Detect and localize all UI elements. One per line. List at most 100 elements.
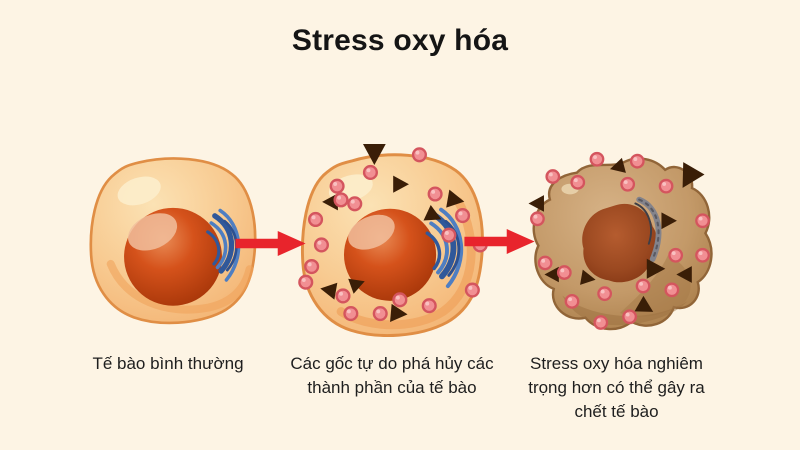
free-radical-dot-icon [668, 247, 684, 263]
dot-highlight [596, 318, 601, 323]
caption-free-radicals: Các gốc tự do phá hủy các thành phần của… [290, 354, 494, 398]
dying-cell-illustration [528, 151, 713, 331]
damaged-er-icon [634, 196, 662, 262]
dot-highlight [633, 157, 638, 162]
dot-highlight [366, 168, 371, 173]
dot-highlight [668, 285, 672, 290]
dot-highlight [311, 215, 316, 220]
dot-highlight [573, 178, 578, 183]
caption-normal-cell: Tế bào bình thường [92, 354, 244, 373]
free-radical-dot-icon [556, 265, 572, 280]
free-radical-dot-icon [622, 309, 637, 325]
free-radical-dot-icon [333, 192, 349, 208]
dot-highlight [333, 182, 338, 186]
free-radical-triangle-icon [544, 266, 559, 283]
free-radical-triangle-icon [610, 157, 626, 173]
dot-highlight [560, 268, 565, 273]
dot-highlight [350, 199, 355, 204]
dot-highlight [395, 295, 400, 300]
free-radical-dot-icon [564, 293, 580, 309]
diagram-title: Stress oxy hóa [291, 24, 509, 57]
attacked-cell-figure [294, 144, 490, 341]
dot-highlight [301, 278, 306, 283]
free-radical-triangle-icon [320, 282, 338, 300]
cell-highlight [117, 176, 161, 206]
dot-highlight [593, 155, 597, 160]
arrow-right-icon [464, 229, 536, 254]
dying-cell-figure [524, 140, 716, 336]
arrow-right-icon [235, 231, 307, 256]
dot-highlight [307, 262, 312, 267]
dot-highlight [662, 182, 667, 186]
caption-severe-stress: Stress oxy hóa nghiêm trọng hơn có thể g… [528, 354, 705, 422]
free-radical-triangle-icon [423, 205, 442, 221]
free-radical-dot-icon [392, 292, 408, 308]
free-radical-dot-icon [313, 237, 329, 253]
dot-highlight [376, 309, 381, 314]
free-radical-dot-icon [658, 178, 674, 194]
cytoplasm-dark-patch [620, 255, 691, 317]
free-radical-dot-icon [304, 258, 320, 275]
dot-highlight [317, 240, 322, 245]
free-radical-dot-icon [695, 247, 710, 263]
dot-highlight [568, 297, 572, 302]
dot-highlight [468, 285, 473, 290]
free-radical-dot-icon [329, 178, 345, 194]
free-radical-triangle-icon [646, 258, 666, 279]
free-radical-dot-icon [362, 164, 378, 180]
free-radical-dot-icon [530, 211, 545, 227]
free-radical-dot-icon [421, 298, 437, 314]
free-radical-triangle-icon [661, 212, 677, 230]
free-radical-dot-icon [455, 208, 471, 224]
free-radical-dot-icon [464, 282, 480, 298]
free-radical-dot-icon [620, 176, 636, 192]
free-radical-triangle-icon [634, 295, 654, 312]
free-radical-dot-icon [372, 306, 388, 322]
free-radical-triangle-icon [580, 269, 596, 285]
free-radical-dot-icon [308, 211, 324, 228]
dot-highlight [337, 195, 342, 200]
free-radical-dot-icon [635, 278, 651, 294]
free-radical-triangle-icon [393, 175, 409, 193]
endoplasmic-reticulum-icon [425, 207, 464, 289]
free-radical-dot-icon [597, 286, 613, 302]
free-radical-dot-icon [664, 282, 680, 298]
free-radical-dot-icon [427, 186, 443, 202]
dot-highlight [415, 150, 420, 155]
free-radical-dot-icon [629, 153, 645, 169]
free-radical-dot-icon [570, 174, 586, 190]
dot-highlight [458, 211, 463, 216]
free-radical-dot-icon [347, 196, 363, 212]
dot-highlight [698, 216, 703, 221]
dot-highlight [625, 312, 630, 317]
free-radical-dot-icon [441, 227, 457, 243]
cytoplasm-shading [106, 259, 254, 314]
free-radical-dot-icon [298, 274, 314, 290]
dot-highlight [623, 180, 628, 185]
free-radical-dot-icon [593, 315, 609, 330]
dot-highlight [548, 172, 553, 177]
free-radical-dot-icon [335, 288, 351, 304]
free-radical-triangle-icon [676, 266, 692, 283]
free-radical-triangle-icon [390, 303, 408, 323]
dot-highlight [533, 214, 538, 219]
free-radical-dot-icon [695, 213, 710, 229]
cytoplasm-dark-band [562, 295, 688, 326]
damaged-nucleus [582, 203, 658, 283]
free-radical-dot-icon [343, 306, 359, 322]
dot-highlight [339, 291, 343, 296]
free-radical-dot-icon [545, 169, 561, 184]
free-radical-triangle-icon [348, 278, 365, 294]
free-radical-triangle-icon [446, 189, 465, 208]
dot-highlight [541, 258, 546, 263]
free-radical-dot-icon [411, 147, 427, 163]
nucleus-highlight [127, 213, 178, 251]
dot-highlight [698, 251, 703, 256]
dot-highlight [431, 189, 436, 194]
free-radical-triangle-icon [682, 162, 705, 188]
dot-highlight [444, 231, 449, 235]
free-radical-dot-icon [589, 151, 605, 167]
free-radical-triangle-icon [362, 144, 386, 165]
cytoplasm-shading-right [336, 197, 476, 330]
